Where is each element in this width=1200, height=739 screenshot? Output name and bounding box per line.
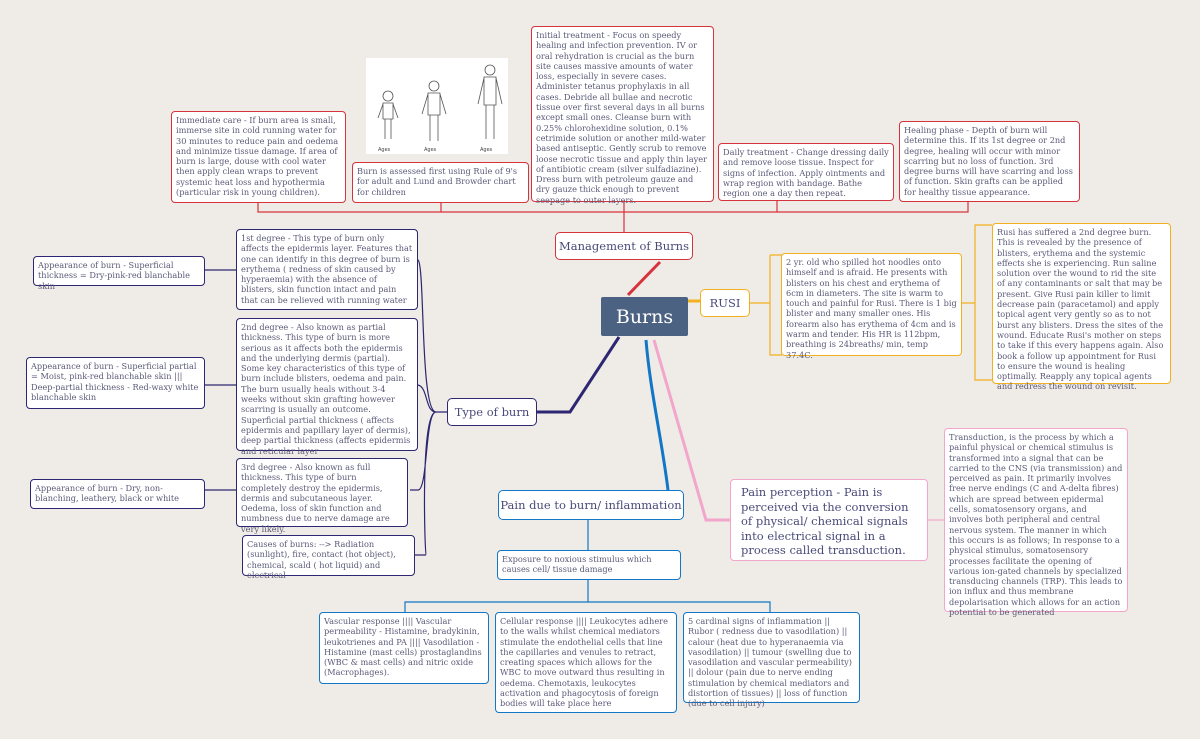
body-outline-figures: Ages Ages Ages (377, 64, 503, 153)
branch-pain-perception[interactable]: Pain perception - Pain is perceived via … (730, 479, 928, 561)
first-degree-text: 1st degree - This type of burn only affe… (241, 233, 413, 305)
branch-type-label: Type of burn (454, 405, 530, 419)
pain-vascular-response[interactable]: Vascular response |||| Vascular permeabi… (319, 612, 489, 684)
pain-cardinal-signs[interactable]: 5 cardinal signs of inflammation || Rubo… (683, 612, 860, 708)
figure-label-1: Ages (378, 147, 391, 153)
transduction-text: Transduction, is the process by which a … (949, 432, 1123, 618)
figure-label-3: Ages (480, 147, 493, 153)
management-healing-phase[interactable]: Healing phase - Depth of burn will deter… (899, 121, 1080, 202)
vascular-response-text: Vascular response |||| Vascular permeabi… (324, 616, 482, 678)
rusi-case-description[interactable]: 2 yr. old who spilled hot noodles onto h… (781, 253, 962, 360)
causes-of-burns-text: Causes of burns: --> Radiation (sunlight… (247, 539, 396, 580)
healing-phase-text: Healing phase - Depth of burn will deter… (904, 125, 1073, 197)
pain-exposure[interactable]: Exposure to noxious stimulus which cause… (497, 550, 681, 580)
rusi-case-text: 2 yr. old who spilled hot noodles onto h… (786, 257, 957, 360)
third-degree-appearance[interactable]: Appearance of burn - Dry, non-blanching,… (30, 479, 205, 509)
second-degree-appearance-text: Appearance of burn - Superficial partial… (31, 361, 199, 402)
central-topic-burns[interactable]: Burns (601, 297, 688, 336)
immediate-care-text: Immediate care - If burn area is small, … (176, 115, 339, 198)
first-degree-burn[interactable]: 1st degree - This type of burn only affe… (236, 229, 418, 310)
initial-treatment-text: Initial treatment - Focus on speedy heal… (536, 30, 707, 205)
rusi-assessment-text: Rusi has suffered a 2nd degree burn. Thi… (997, 227, 1164, 392)
exposure-text: Exposure to noxious stimulus which cause… (502, 554, 652, 575)
figure-label-2: Ages (424, 147, 437, 153)
management-initial-treatment[interactable]: Initial treatment - Focus on speedy heal… (531, 26, 714, 205)
branch-pain-inflammation[interactable]: Pain due to burn/ inflammation (498, 490, 684, 520)
central-topic-label: Burns (615, 305, 674, 328)
management-immediate-care[interactable]: Immediate care - If burn area is small, … (171, 111, 346, 203)
second-degree-appearance[interactable]: Appearance of burn - Superficial partial… (26, 357, 205, 409)
rusi-assessment[interactable]: Rusi has suffered a 2nd degree burn. Thi… (992, 223, 1171, 391)
branch-pain-label: Pain due to burn/ inflammation (500, 498, 682, 512)
pain-cellular-response[interactable]: Cellular response |||| Leukocytes adhere… (495, 612, 677, 713)
pain-perception-text: Pain perception - Pain is perceived via … (741, 485, 909, 557)
first-degree-appearance[interactable]: Appearance of burn - Superficial thickne… (33, 256, 205, 291)
branch-rusi-label: RUSI (709, 296, 741, 310)
second-degree-text: 2nd degree - Also known as partial thick… (241, 322, 411, 456)
cellular-response-text: Cellular response |||| Leukocytes adhere… (500, 616, 668, 709)
first-degree-appearance-text: Appearance of burn - Superficial thickne… (38, 260, 190, 291)
rule-of-nines-figure: Ages Ages Ages (366, 58, 508, 154)
rule-of-nines-text: Burn is assessed first using Rule of 9's… (357, 166, 518, 197)
management-daily-treatment[interactable]: Daily treatment - Change dressing daily … (718, 143, 894, 201)
second-degree-burn[interactable]: 2nd degree - Also known as partial thick… (236, 318, 418, 456)
branch-type-of-burn[interactable]: Type of burn (447, 398, 537, 426)
daily-treatment-text: Daily treatment - Change dressing daily … (723, 147, 889, 199)
causes-of-burns[interactable]: Causes of burns: --> Radiation (sunlight… (242, 535, 415, 580)
transduction-detail[interactable]: Transduction, is the process by which a … (944, 428, 1128, 617)
management-rule-of-nines[interactable]: Burn is assessed first using Rule of 9's… (352, 162, 529, 203)
third-degree-text: 3rd degree - Also known as full thicknes… (241, 462, 390, 534)
branch-management-label: Management of Burns (559, 239, 689, 253)
branch-rusi[interactable]: RUSI (700, 289, 750, 317)
branch-management-of-burns[interactable]: Management of Burns (555, 232, 693, 260)
cardinal-signs-text: 5 cardinal signs of inflammation || Rubo… (688, 616, 852, 709)
third-degree-burn[interactable]: 3rd degree - Also known as full thicknes… (236, 458, 408, 534)
third-degree-appearance-text: Appearance of burn - Dry, non-blanching,… (35, 483, 179, 504)
